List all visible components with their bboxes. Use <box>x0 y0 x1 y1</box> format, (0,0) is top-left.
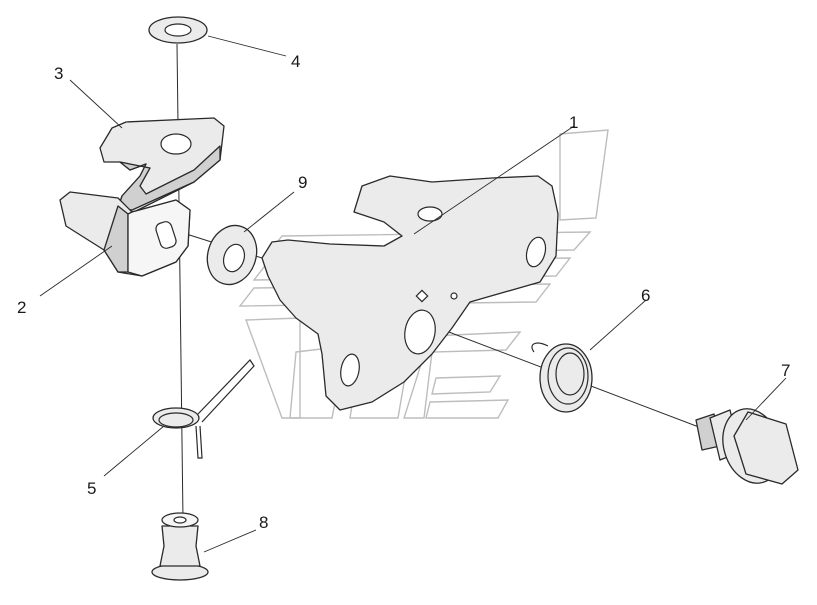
part-4-washer <box>148 16 287 57</box>
part-5-spring <box>103 359 255 477</box>
callout-2: 2 <box>17 298 26 317</box>
part-9-flat-washer <box>206 191 295 286</box>
part-3-latch-cam <box>69 79 225 213</box>
part-7-bolt <box>695 377 799 485</box>
callout-6: 6 <box>641 286 650 305</box>
callout-8: 8 <box>259 513 268 532</box>
callout-7: 7 <box>781 361 790 380</box>
callout-5: 5 <box>87 479 96 498</box>
callout-9: 9 <box>298 173 307 192</box>
callout-4: 4 <box>291 52 300 71</box>
callout-1: 1 <box>569 113 578 132</box>
part-2-support-bracket <box>39 191 191 297</box>
part-8-pin <box>151 512 257 581</box>
part-6-torsion-spring <box>531 299 647 413</box>
part-1-bracket-plate <box>261 125 575 411</box>
callout-3: 3 <box>54 64 63 83</box>
assembly-axis-vertical <box>176 43 184 521</box>
